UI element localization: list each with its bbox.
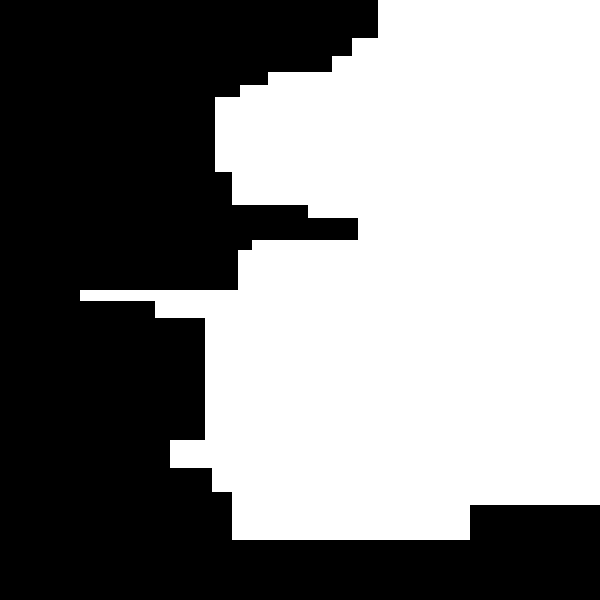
mask-shape: [80, 0, 600, 540]
